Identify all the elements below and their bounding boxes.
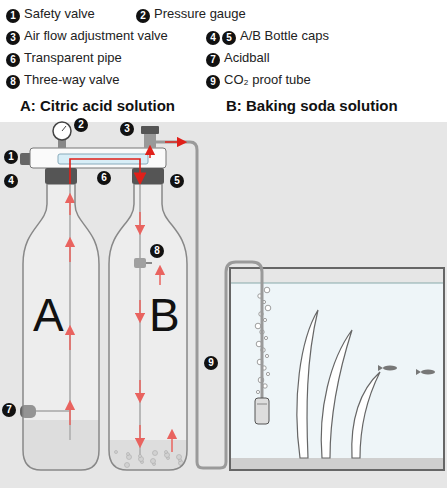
manifold [30, 148, 166, 168]
co2-bubbles [256, 390, 259, 393]
bottle: B [107, 184, 189, 470]
plant [321, 330, 352, 458]
part-name: Pressure gauge [154, 6, 246, 22]
bottle-outline [23, 184, 99, 470]
callout-number: 5 [170, 174, 184, 188]
manifold [58, 140, 66, 148]
plant [297, 310, 380, 458]
part-name: Three-way valve [24, 72, 119, 88]
co2-bubbles [266, 372, 269, 375]
callout-number: 9 [204, 356, 218, 370]
bottle-outline [109, 184, 187, 470]
bottle-cap [45, 168, 164, 184]
callout-number: 6 [6, 53, 20, 67]
callout-number: 1 [4, 150, 18, 164]
callout-number: 9 [206, 75, 220, 89]
part-name: A/B Bottle caps [240, 28, 329, 44]
tank [231, 458, 443, 469]
manifold [62, 126, 66, 131]
fish [378, 365, 383, 371]
callout-number: 7 [206, 53, 220, 67]
callout-number: 2 [74, 118, 88, 132]
fish [378, 365, 435, 375]
co2-bubbles [264, 336, 267, 339]
part-name: Air flow adjustment valve [24, 28, 168, 44]
diffuser [255, 398, 269, 424]
diffuser [255, 398, 269, 424]
background [0, 122, 447, 488]
fish [416, 369, 421, 375]
manifold [149, 150, 151, 158]
manifold [53, 122, 71, 140]
callout-number: 8 [6, 75, 20, 89]
callout-number: 7 [2, 403, 16, 417]
co2-bubbles [265, 305, 271, 311]
callout-number: 3 [120, 122, 134, 136]
manifold [144, 134, 156, 148]
callout-number: 8 [150, 244, 164, 258]
callout-number: 4 [206, 31, 220, 45]
callout-number: 2 [136, 9, 150, 23]
co2-bubbles [264, 287, 270, 293]
callout-number: 4 [4, 174, 18, 188]
manifold [141, 126, 159, 134]
solution-label: B: Baking soda solution [226, 97, 398, 115]
co2-bubbles [265, 354, 268, 357]
plant [352, 372, 380, 458]
bottle-cap [45, 168, 77, 184]
callout-number: 5 [222, 31, 236, 45]
gas-flow-connector [70, 159, 140, 184]
plant [297, 310, 318, 458]
co2-bubbles [255, 323, 261, 329]
bottle-letter: B [149, 292, 180, 338]
part-name: CO₂ proof tube [224, 72, 311, 88]
fish [421, 370, 435, 375]
co2-bubbles [263, 318, 266, 321]
co2-tube [165, 141, 182, 143]
part-name: Transparent pipe [24, 50, 122, 66]
part-name: Acidball [224, 50, 270, 66]
part-name: Safety valve [24, 6, 95, 22]
bottle: A [21, 184, 101, 470]
manifold [20, 122, 166, 168]
diffuser [257, 404, 267, 405]
fish [383, 366, 397, 371]
solution-label: A: Citric acid solution [20, 97, 175, 115]
bottle-letter: A [33, 292, 64, 338]
bottle-cap [132, 168, 164, 184]
callout-number: 1 [6, 9, 20, 23]
callout-number: 3 [6, 31, 20, 45]
callout-number: 6 [97, 171, 111, 185]
